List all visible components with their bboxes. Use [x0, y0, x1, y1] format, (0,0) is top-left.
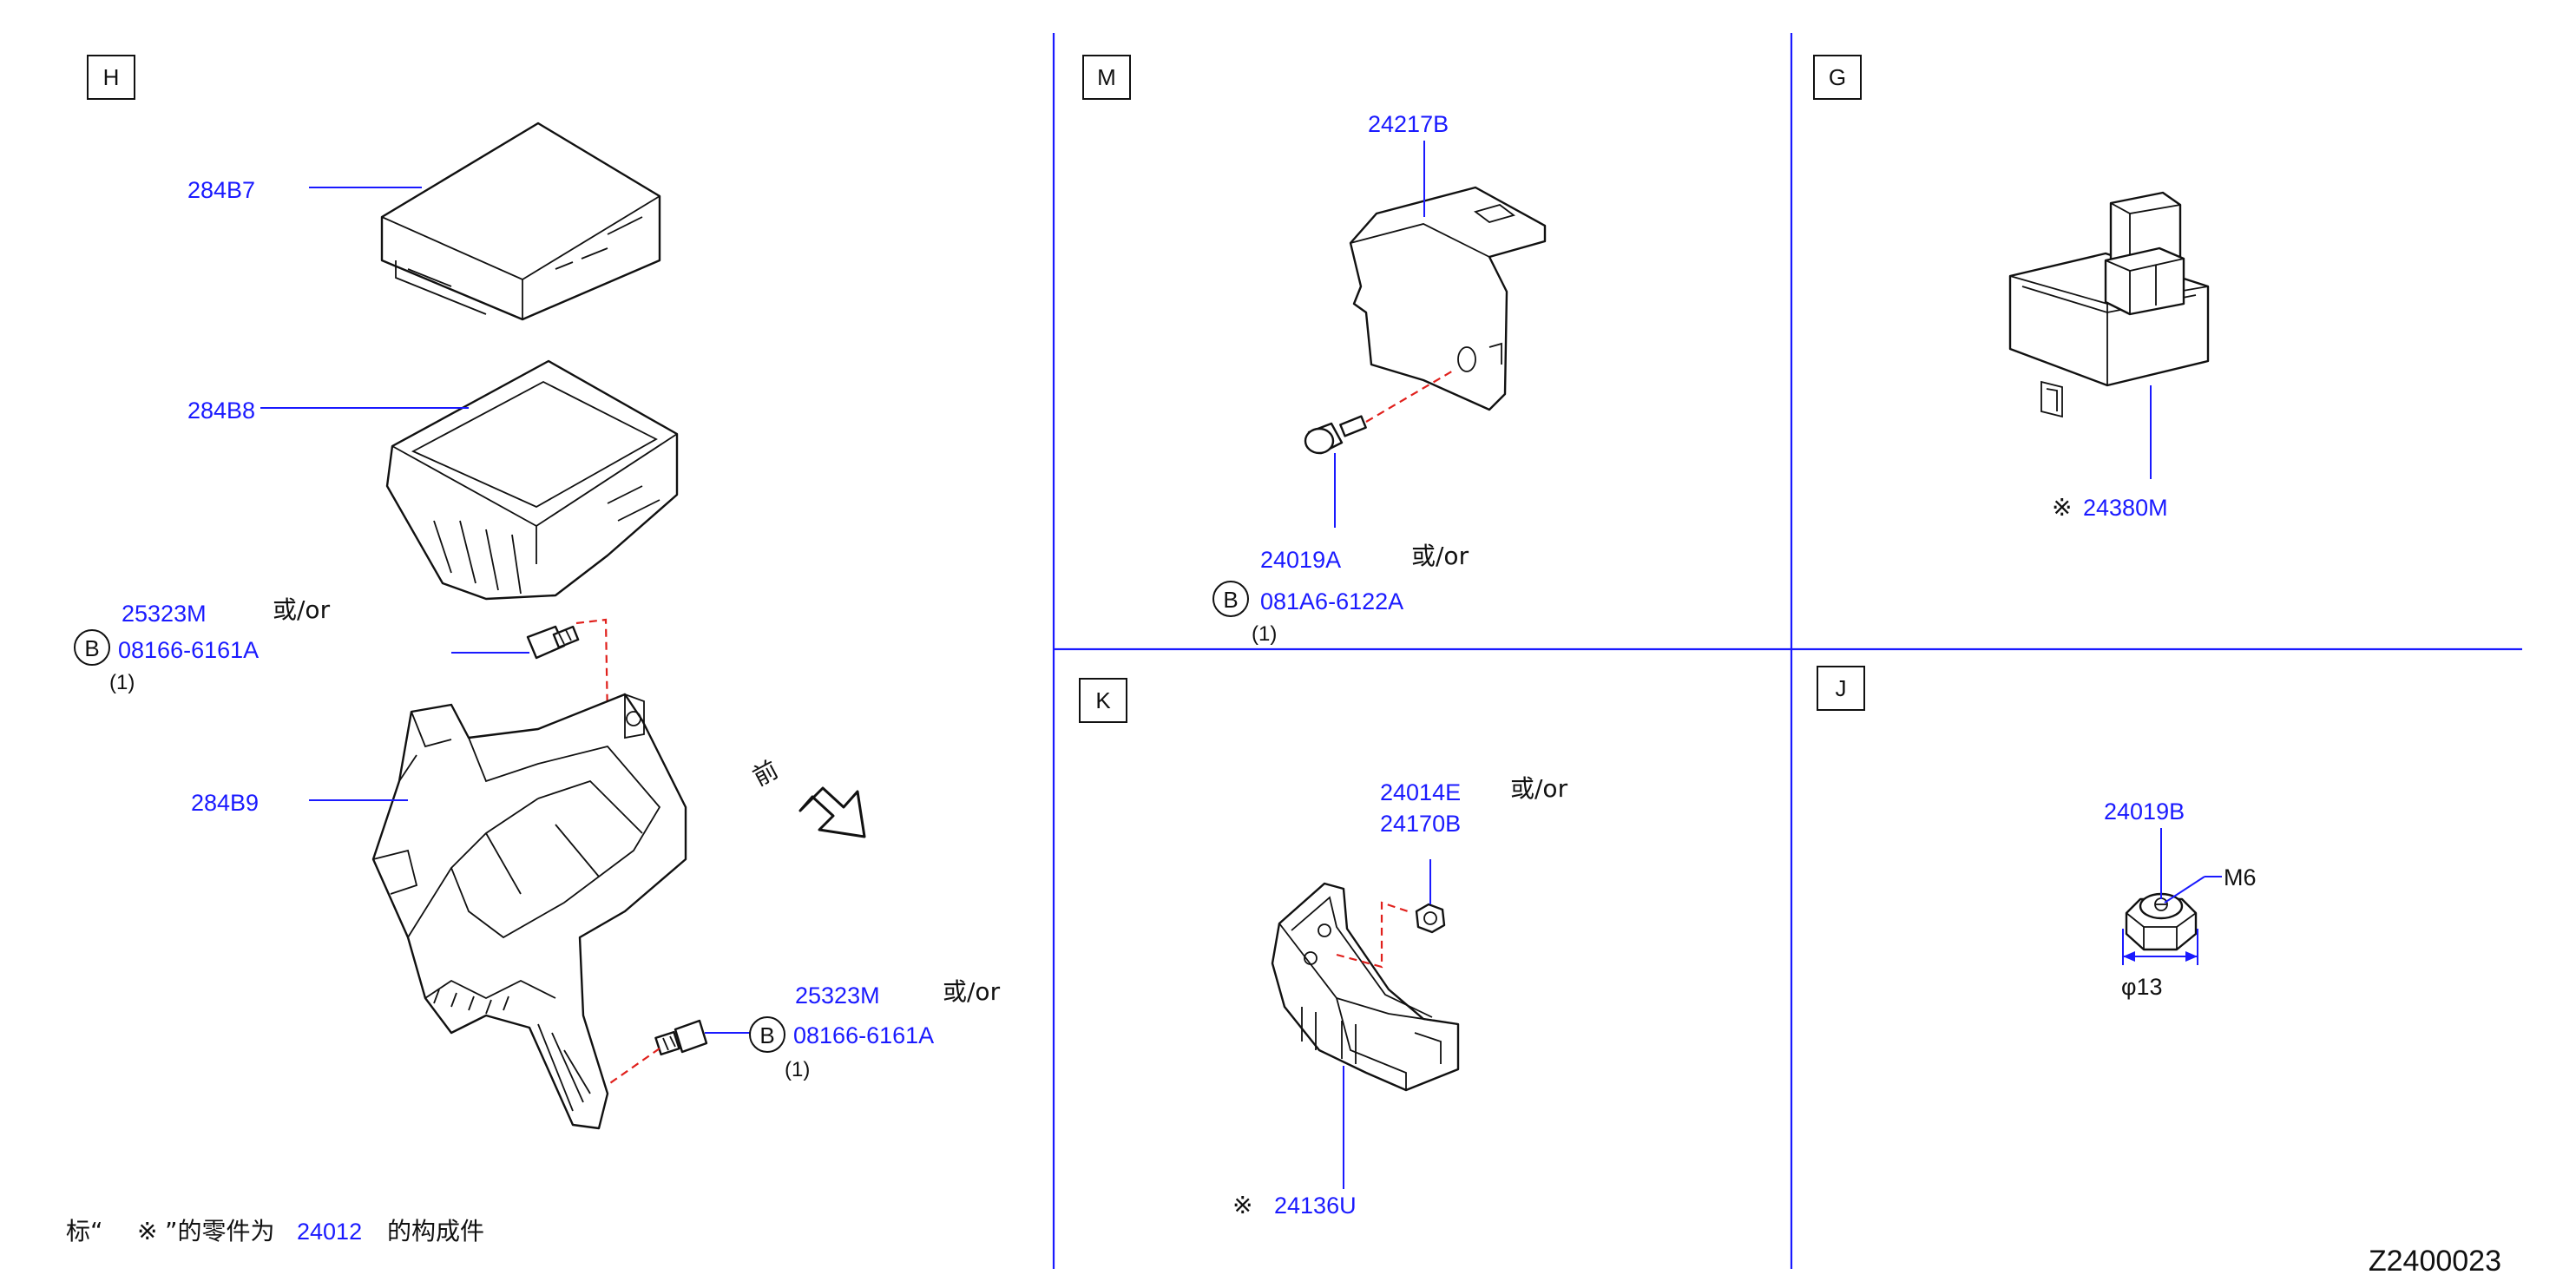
label-bolt1-qty: (1)	[109, 671, 135, 694]
install-line-bolt2	[607, 1048, 660, 1086]
svg-text:M: M	[1097, 64, 1116, 90]
label-bolt1-pn: 25323M	[122, 601, 207, 627]
b-symbol: B	[749, 1016, 785, 1053]
section-label-g: G	[1813, 55, 1862, 100]
nut-icon	[1415, 903, 1446, 934]
b-symbol: B	[74, 629, 110, 666]
label-284b7: 284B7	[187, 177, 255, 203]
part-284b9-housing	[371, 693, 687, 1130]
label-bolt2-alt: 08166-6161A	[793, 1022, 934, 1048]
label-284b8: 284B8	[187, 398, 255, 424]
label-081a6-qty: (1)	[1252, 622, 1277, 646]
label-24014e: 24014E	[1380, 779, 1461, 805]
part-24019b-nut	[2125, 892, 2198, 951]
diagram-code: Z2400023	[2369, 1245, 2501, 1278]
label-thread-m6: M6	[2224, 864, 2257, 890]
svg-text:24012: 24012	[297, 1219, 362, 1245]
svg-text:K: K	[1095, 687, 1111, 713]
svg-text:※: ※	[137, 1217, 157, 1245]
front-arrow-icon	[798, 786, 866, 838]
label-bolt2-qty: (1)	[785, 1058, 810, 1081]
part-24136u-bracket	[1271, 882, 1460, 1092]
label-24217b: 24217B	[1368, 111, 1449, 137]
part-284b8-tray	[385, 359, 679, 601]
section-label-m: M	[1082, 55, 1131, 100]
bolt-icon	[526, 625, 580, 660]
bolt-icon	[654, 1019, 708, 1056]
section-label-k: K	[1079, 678, 1127, 723]
label-bolt1-or: 或/or	[273, 595, 331, 624]
label-24380m: 24380M	[2083, 495, 2168, 521]
svg-text:B: B	[84, 635, 99, 661]
dimension-diameter	[2122, 929, 2198, 965]
label-bolt1-alt: 08166-6161A	[118, 637, 259, 663]
label-diameter: φ13	[2121, 974, 2163, 1000]
footnote: 标“ ※ ”的零件为 24012 的构成件	[66, 1217, 484, 1245]
svg-text:标“: 标“	[66, 1217, 103, 1245]
install-line-bolt1	[575, 618, 613, 737]
label-24014e-or: 或/or	[1510, 774, 1568, 803]
label-24019b: 24019B	[2104, 798, 2185, 825]
b-symbol: B	[1212, 581, 1249, 617]
svg-text:B: B	[1223, 587, 1238, 613]
svg-text:H: H	[103, 64, 120, 90]
leader-m6	[2164, 876, 2205, 904]
mark-24380m: ※	[2052, 493, 2072, 522]
label-24136u: 24136U	[1274, 1193, 1357, 1219]
mark-24136u: ※	[1232, 1191, 1252, 1219]
label-24019a-or: 或/or	[1411, 542, 1469, 570]
label-24019a: 24019A	[1260, 547, 1341, 573]
install-line-24019a	[1365, 369, 1456, 423]
label-24170b: 24170B	[1380, 811, 1461, 837]
label-081a6: 081A6-6122A	[1260, 588, 1403, 614]
svg-text:J: J	[1836, 675, 1847, 701]
section-label-j: J	[1817, 666, 1865, 711]
panel-dividers	[1052, 33, 2522, 1269]
svg-text:G: G	[1829, 64, 1846, 90]
install-line-24014e	[1336, 901, 1409, 969]
label-front: 前	[748, 755, 783, 792]
svg-text:B: B	[759, 1022, 774, 1048]
part-24217b-bracket	[1349, 186, 1547, 411]
bolt-icon	[1304, 415, 1367, 455]
label-bolt2-or: 或/or	[943, 977, 1001, 1006]
label-bolt2-pn: 25323M	[795, 982, 880, 1009]
svg-text:”的零件为: ”的零件为	[165, 1217, 275, 1245]
part-24380m-relay	[2008, 191, 2210, 418]
section-label-h: H	[87, 55, 135, 100]
label-284b9: 284B9	[191, 790, 259, 816]
svg-text:的构成件: 的构成件	[387, 1217, 484, 1245]
part-284b7-module	[380, 122, 661, 321]
